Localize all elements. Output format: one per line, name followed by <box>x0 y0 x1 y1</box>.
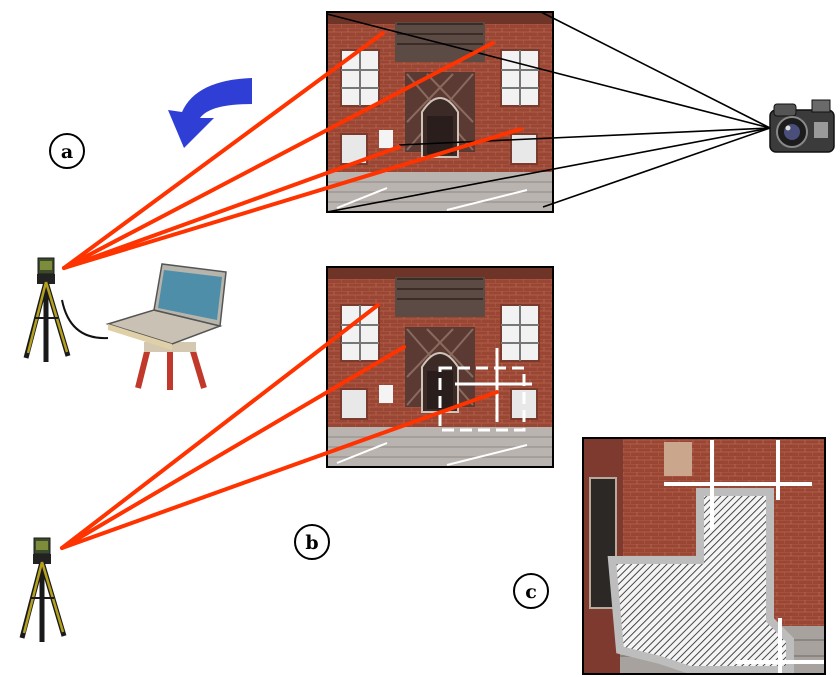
label-c: c <box>513 573 549 609</box>
crosshair-marker <box>455 348 532 422</box>
svg-text:c: c <box>525 581 537 603</box>
svg-text:b: b <box>305 532 318 554</box>
facade-photo-a <box>326 11 554 213</box>
total-station-icon <box>22 538 64 642</box>
total-station-icon <box>26 258 68 362</box>
crosshair-marker <box>664 440 825 674</box>
measurement-rays-b <box>60 303 499 550</box>
laptop-icon <box>105 263 227 390</box>
camera-icon <box>769 99 835 153</box>
selection-box <box>438 366 526 432</box>
facade-photo-b <box>326 266 554 468</box>
curved-arrow-icon <box>168 78 252 148</box>
label-a: a <box>49 133 85 169</box>
detail-photo-c <box>582 437 826 675</box>
measurement-rays-a <box>62 31 523 270</box>
camera-view-lines <box>326 11 771 213</box>
svg-text:a: a <box>61 141 73 163</box>
cable <box>61 299 109 340</box>
label-b: b <box>294 524 330 560</box>
